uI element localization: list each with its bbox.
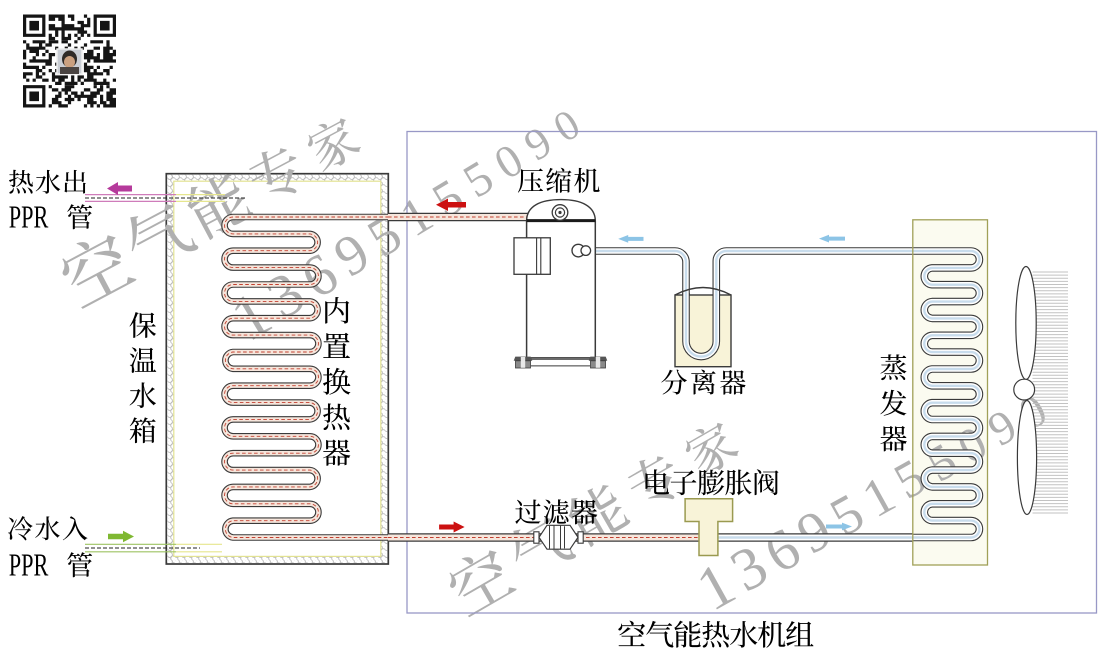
svg-text:0: 0 [546, 101, 588, 152]
svg-text:PPR: PPR [9, 547, 49, 583]
svg-text:PPR: PPR [9, 199, 49, 235]
